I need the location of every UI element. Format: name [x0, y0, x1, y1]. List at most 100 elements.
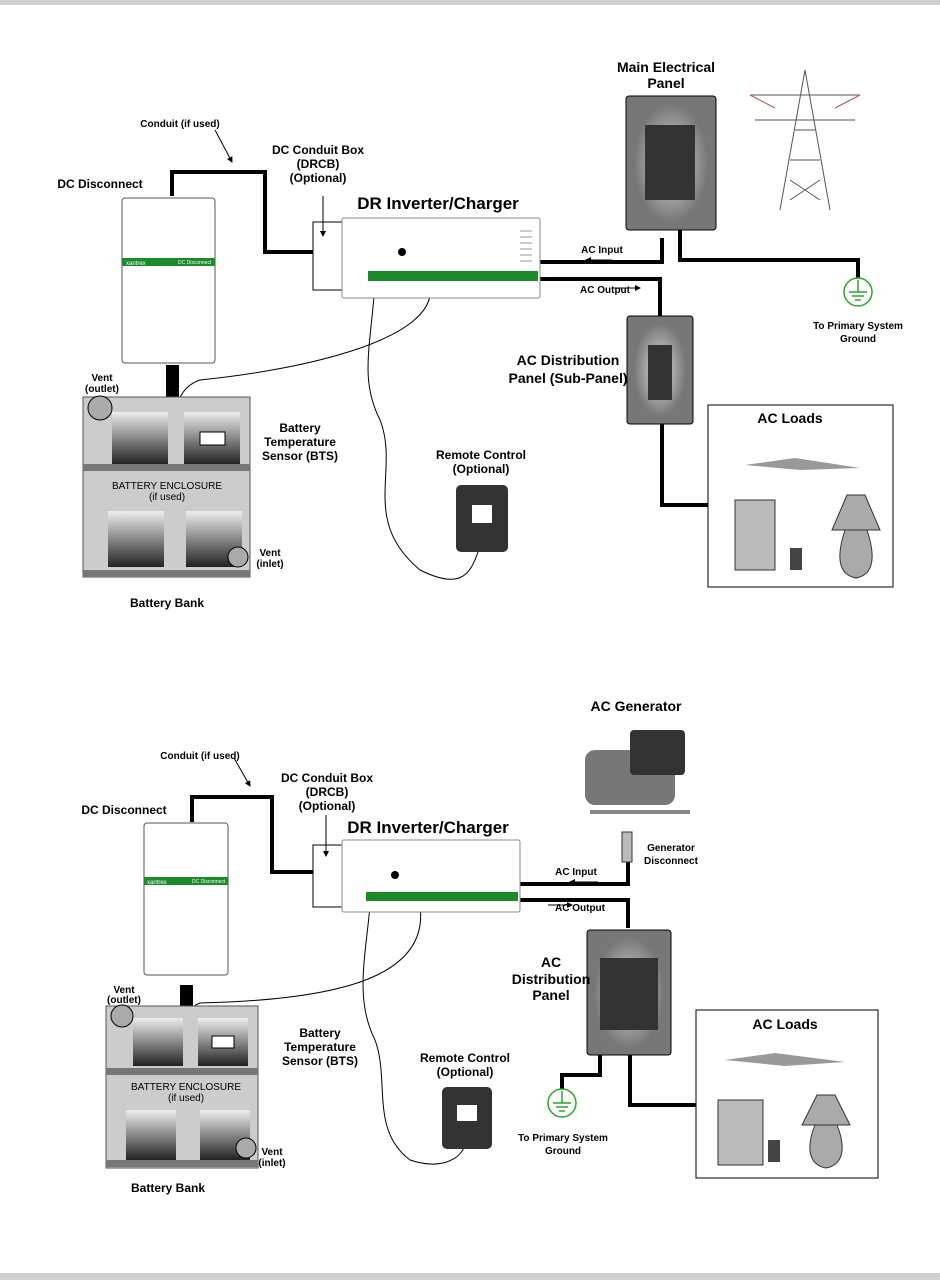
enclosure-label: BATTERY ENCLOSURE [131, 1082, 241, 1093]
battery-bank-label: Battery Bank [130, 596, 204, 610]
ac-input-wire [520, 862, 630, 886]
lamp-icon [801, 1094, 851, 1169]
vent-inlet-label: (inlet) [256, 559, 283, 570]
remote-label: (Optional) [437, 1065, 494, 1079]
dc-conduit-wire [170, 170, 315, 254]
coffee-maker-icon [717, 1099, 764, 1166]
vent-inlet-label: (inlet) [258, 1158, 285, 1169]
ceiling-fan-icon [745, 458, 860, 470]
remote-label: Remote Control [436, 448, 526, 462]
ceiling-fan-icon [725, 1053, 845, 1066]
dist-panel-label: Panel [532, 987, 569, 1003]
dc-disconnect-label: DC Disconnect [81, 803, 166, 817]
bts-label: Sensor (BTS) [282, 1054, 358, 1068]
conduit-box-label: (DRCB) [297, 157, 340, 171]
dist-panel-label: AC Distribution [517, 352, 620, 368]
bts-label: Battery [279, 421, 321, 435]
battery-bank [105, 1004, 259, 1169]
remote-control [456, 485, 508, 552]
conduit-box-label: DC Conduit Box [272, 143, 364, 157]
ac-loads-box [707, 404, 894, 588]
top-border [0, 0, 940, 5]
ground-symbol-icon [843, 277, 873, 307]
top-diagram: xantrex DC Disconnect [57, 59, 903, 610]
conduit-label: Conduit (if used) [140, 119, 219, 130]
conduit-box-label: DC Conduit Box [281, 771, 373, 785]
vent-inlet-label: Vent [261, 1147, 283, 1158]
dc-disconnect-box: xantrex DC Disconnect [121, 197, 216, 364]
ground-label: To Primary System [518, 1133, 608, 1144]
enclosure-label: BATTERY ENCLOSURE [112, 481, 222, 492]
ac-output-label: AC Output [555, 903, 606, 914]
disconnect-label: DC Disconnect [178, 260, 212, 266]
dist-panel-label: Distribution [512, 971, 591, 987]
conduit-box-label: (Optional) [290, 171, 347, 185]
vent-outlet-label: Vent [113, 985, 135, 996]
ac-input-label: AC Input [555, 867, 597, 878]
dc-conduit-wire [190, 795, 313, 874]
inverter-title: DR Inverter/Charger [357, 194, 519, 213]
mug-icon [768, 1140, 780, 1162]
ac-loads-label: AC Loads [757, 410, 823, 426]
vent-outlet-label: Vent [91, 373, 113, 384]
remote-cable [367, 284, 479, 580]
ac-input-label: AC Input [581, 245, 623, 256]
loads-wire [628, 1055, 696, 1107]
generator-disconnect [621, 831, 633, 863]
dc-disconnect-box: xantrex DC Disconnect [143, 822, 229, 976]
ground-symbol-icon [547, 1088, 577, 1118]
ac-input-wire [540, 238, 664, 264]
transmission-tower [749, 69, 861, 211]
bts-sensor [199, 431, 226, 446]
enclosure-label: (if used) [168, 1093, 204, 1104]
main-panel-label: Main Electrical [617, 59, 715, 75]
lamp-icon [831, 494, 881, 579]
dc-disconnect-label: DC Disconnect [57, 177, 142, 191]
battery-bank [82, 395, 251, 578]
ac-output-wire [540, 277, 662, 318]
dist-panel-label: AC [541, 954, 561, 970]
vent-inlet-label: Vent [259, 548, 281, 559]
main-panel-label: Panel [647, 75, 684, 91]
ac-generator-icon [585, 730, 690, 814]
disconnect-label: DC Disconnect [192, 879, 226, 885]
ground-label: Ground [545, 1146, 581, 1157]
ground-label: To Primary System [813, 321, 903, 332]
mug-icon [790, 548, 802, 570]
ac-loads-box [695, 1009, 879, 1179]
bts-label: Battery [299, 1026, 341, 1040]
loads-wire [660, 424, 708, 507]
remote-label: Remote Control [420, 1051, 510, 1065]
bts-label: Sensor (BTS) [262, 449, 338, 463]
ac-loads-label: AC Loads [752, 1016, 818, 1032]
conduit-arrow [214, 129, 233, 163]
vent-outlet-label: (outlet) [85, 384, 119, 395]
ac-distribution-subpanel [626, 315, 694, 425]
dc-conduit-box [312, 844, 344, 908]
brand-logo: xantrex [126, 261, 146, 267]
brand-logo: xantrex [147, 880, 167, 886]
dc-conduit-box [312, 221, 344, 291]
main-electrical-panel [625, 95, 717, 231]
coffee-maker-icon [734, 499, 776, 571]
ac-output-wire [520, 898, 630, 928]
bottom-border [0, 1273, 940, 1280]
conduit-box-label: (Optional) [299, 799, 356, 813]
gen-disconnect-label: Disconnect [644, 856, 699, 867]
bottom-diagram: xantrex DC Disconnect [81, 698, 879, 1195]
enclosure-label: (if used) [149, 492, 185, 503]
ac-output-label: AC Output [580, 285, 631, 296]
ground-wire [678, 230, 860, 278]
bts-label: Temperature [284, 1040, 356, 1054]
ground-wire [560, 1055, 602, 1090]
gen-disconnect-label: Generator [647, 843, 695, 854]
bts-label: Temperature [264, 435, 336, 449]
battery-bank-label: Battery Bank [131, 1181, 205, 1195]
battery-cable [166, 365, 179, 398]
conduit-label: Conduit (if used) [160, 751, 239, 762]
remote-label: (Optional) [453, 462, 510, 476]
ground-label: Ground [840, 334, 876, 345]
generator-label: AC Generator [590, 698, 682, 714]
ac-distribution-panel [586, 929, 672, 1056]
